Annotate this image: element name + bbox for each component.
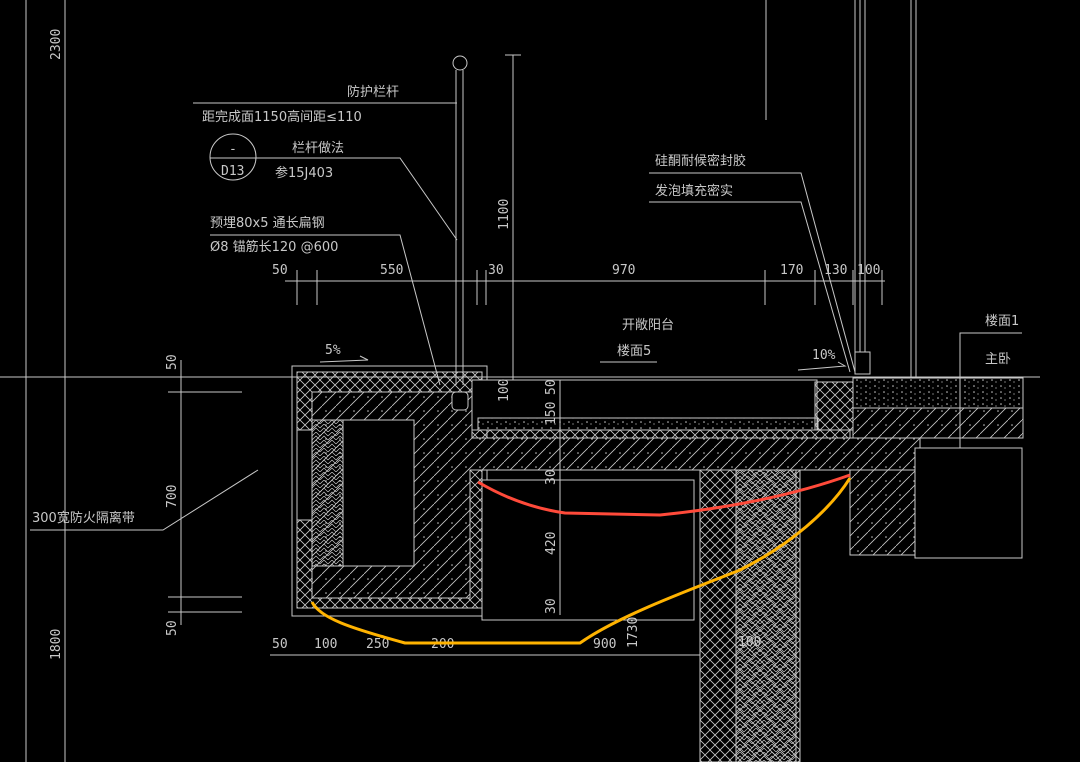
slope-right: 10% [812,348,836,363]
top-dimension-line [285,270,885,305]
dim-top-6: 130 [824,263,847,278]
railing [452,54,521,385]
detail-callout-circle [209,133,257,181]
dim-bottom-2: 100 [314,637,337,652]
balcony-section [291,351,1024,762]
dim-top-1: 50 [272,263,288,278]
dim-bottom-5: 900 [593,637,616,652]
label-foam-fill: 发泡填充密实 [655,183,733,199]
dim-rail-height: 1100 [497,199,512,230]
dim-mid-3: 150 [544,402,559,425]
dim-bottom-1: 50 [272,637,288,652]
label-anchor-bar: Ø8 锚筋长120 @600 [210,239,338,255]
label-master-bedroom: 主卧 [985,352,1011,367]
dim-side-1: 50 [165,354,180,370]
dim-bottom-7: 100 [738,635,761,650]
dim-bottom-3: 250 [366,637,389,652]
dim-side-2: 700 [165,485,180,508]
yellow-markup-curve [310,477,852,645]
detail-callout-top: - [229,142,237,157]
label-sealant: 硅酮耐候密封胶 [655,153,746,169]
reference-lines [0,0,1040,762]
label-railing-spec: 距完成面1150高间距≤110 [202,109,362,125]
label-railing-ref: 参15J403 [275,165,333,181]
dim-bottom-6: 1730 [626,617,641,648]
label-fire-barrier: 300宽防火隔离带 [32,510,135,526]
dim-mid-5: 420 [544,532,559,555]
dim-mid-2: 50 [544,379,559,395]
slope-left: 5% [325,343,341,358]
dim-left-bottom: 1800 [49,629,64,660]
red-markup-curve [477,473,851,517]
dim-top-4: 970 [612,263,635,278]
dim-top-2: 550 [380,263,403,278]
side-dimension-line [168,360,242,625]
leaders [30,102,1022,531]
label-railing: 防护栏杆 [347,84,399,100]
dim-top-7: 100 [857,263,880,278]
dim-top-5: 170 [780,263,803,278]
label-floor5: 楼面5 [617,344,651,359]
dim-mid-1: 100 [497,379,512,402]
slope-arrow-right [797,361,847,371]
dim-mid-4: 30 [544,469,559,485]
dim-top-3: 30 [488,263,504,278]
label-embedded-steel: 预埋80x5 通长扁钢 [210,216,325,231]
dim-left-top: 2300 [49,29,64,60]
label-floor1: 楼面1 [985,314,1019,329]
label-railing-method: 栏杆做法 [292,141,344,156]
detail-callout-bottom: D13 [221,164,244,179]
dim-mid-6: 30 [544,598,559,614]
slope-arrow-left [319,355,369,363]
label-open-balcony: 开敞阳台 [622,317,674,333]
dim-side-3: 50 [165,620,180,636]
